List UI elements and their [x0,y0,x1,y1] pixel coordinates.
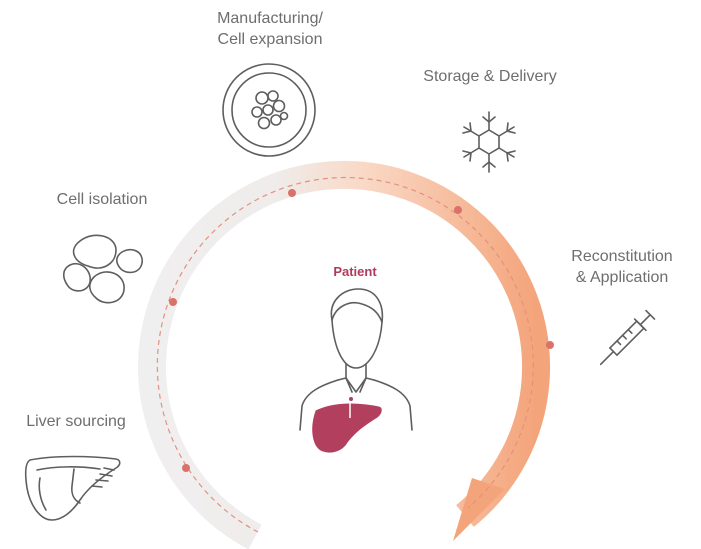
liver-highlight-icon [310,401,384,455]
dot-storage-delivery [454,206,462,214]
label-storage-delivery: Storage & Delivery [423,68,557,85]
patient-icon [299,288,413,455]
snowflake-icon [462,111,516,173]
cycle-arc [138,160,551,549]
dot-reconstitution [546,341,554,349]
label-manufacturing-line1: Manufacturing/ [217,10,323,27]
cells-icon [62,234,143,304]
dot-liver-sourcing [182,464,190,472]
liver-outline-icon [24,455,121,521]
dot-manufacturing [288,189,296,197]
label-reconstitution: Reconstitution & Application [552,246,692,288]
label-cell-isolation: Cell isolation [56,191,148,208]
petri-dish-icon [222,63,316,157]
dot-cell-isolation [169,298,177,306]
label-manufacturing: Manufacturing/ Cell expansion [180,8,360,50]
label-liver-sourcing: Liver sourcing [26,413,126,430]
label-reconstitution-line1: Reconstitution [571,248,673,265]
dashed-path [156,176,534,533]
label-reconstitution-line2: & Application [575,269,669,286]
patient-label: Patient [333,264,377,279]
arrow-head [453,478,505,541]
step-dots [169,189,554,472]
label-manufacturing-line2: Cell expansion [217,31,323,48]
syringe-icon [599,309,656,366]
